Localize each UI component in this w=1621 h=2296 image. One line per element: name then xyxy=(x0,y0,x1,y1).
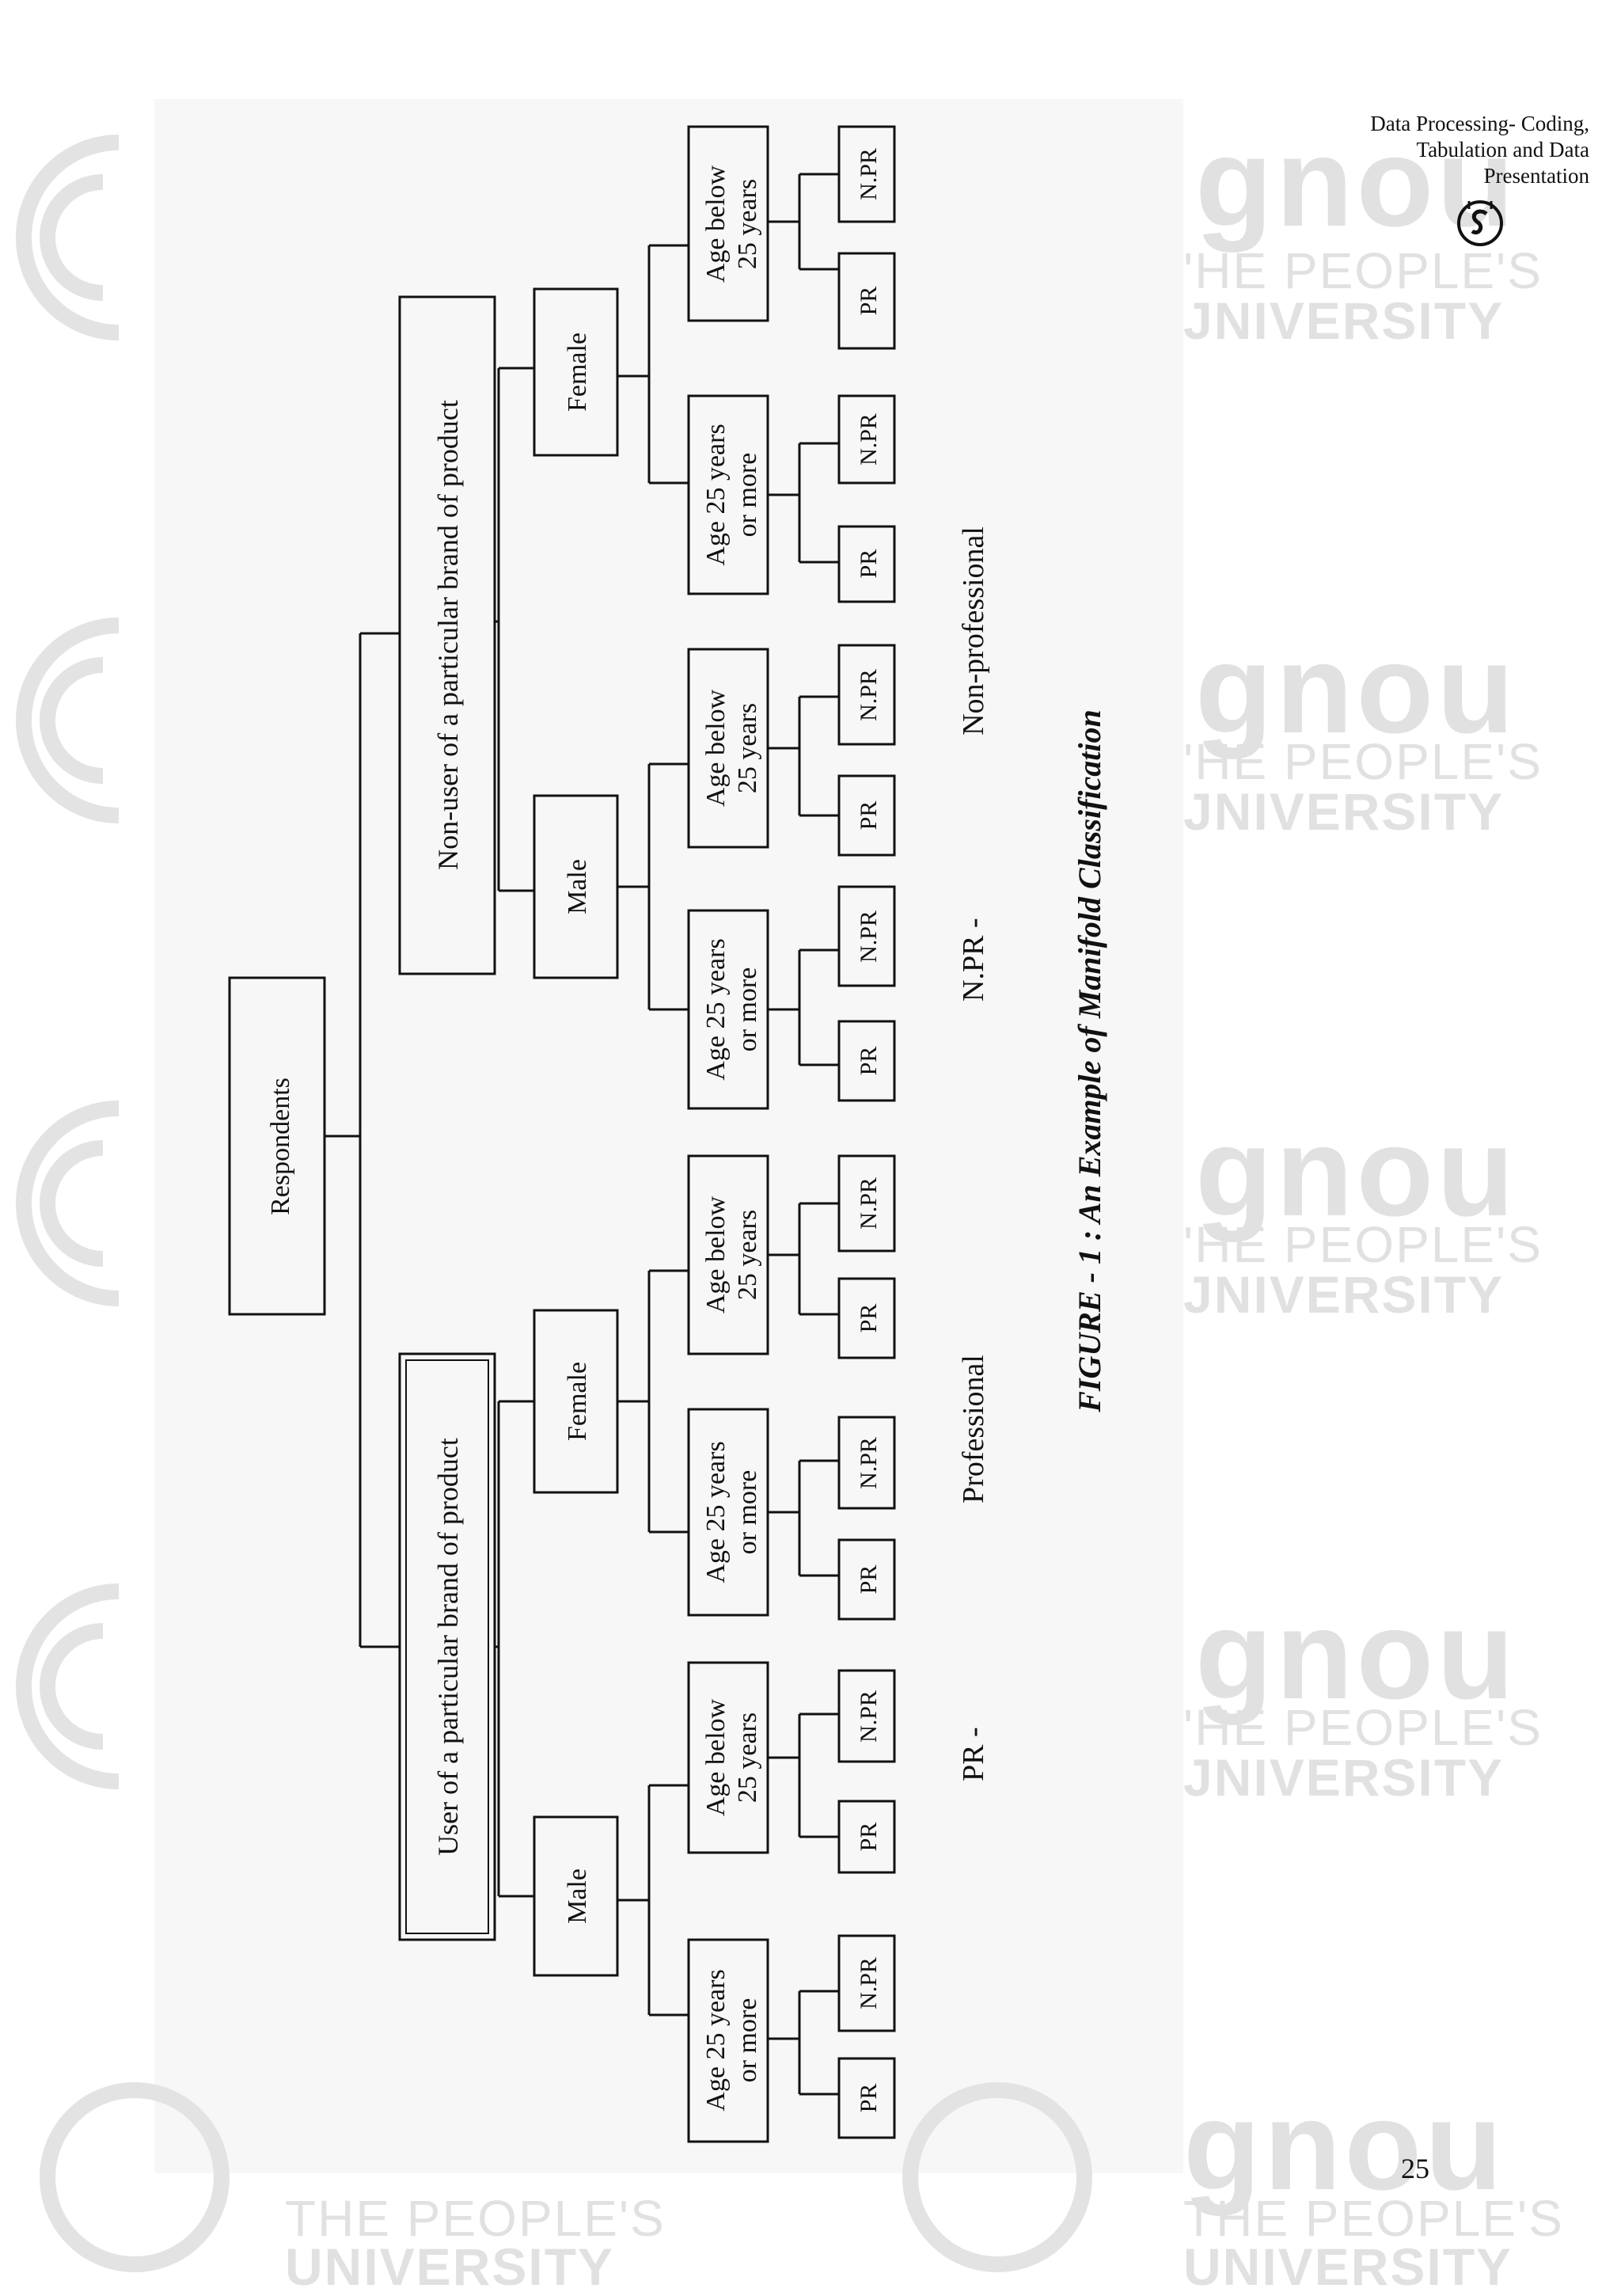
watermark-line1: 'HE PEOPLE'S xyxy=(1183,733,1543,790)
legend-npr-key: N.PR - xyxy=(957,918,990,1002)
header-line: Tabulation and Data xyxy=(1416,138,1589,162)
header-line: Data Processing- Coding, xyxy=(1370,112,1589,135)
male-box xyxy=(533,1815,619,1977)
university-logo-icon xyxy=(1457,200,1503,246)
npr-label: N.PR xyxy=(856,910,882,963)
watermark-line1: 'HE PEOPLE'S xyxy=(1183,1699,1543,1756)
npr-label: N.PR xyxy=(856,669,882,721)
age-below-label: Age below xyxy=(701,689,731,807)
female-box xyxy=(533,287,619,457)
age-box xyxy=(687,125,769,322)
watermark-gnou: gnou xyxy=(1195,1583,1517,1725)
pr-box xyxy=(837,1020,896,1102)
npr-box xyxy=(837,1154,896,1253)
watermark-gnou: gnou xyxy=(1183,2074,1505,2216)
age-below-label: 25 years xyxy=(733,1712,762,1803)
pr-label: PR xyxy=(856,1823,882,1852)
npr-box xyxy=(837,644,896,746)
pr-label: PR xyxy=(856,287,882,316)
female-label: Female xyxy=(563,1362,592,1441)
age-below-label: Age below xyxy=(701,1698,731,1816)
header-line: Presentation xyxy=(1483,164,1589,188)
watermark-line1: 'HE PEOPLE'S xyxy=(1183,1216,1543,1273)
npr-label: N.PR xyxy=(856,1177,882,1230)
pr-box xyxy=(837,525,896,603)
pr-label: PR xyxy=(856,1565,882,1595)
watermark-logo-icon xyxy=(40,2082,230,2272)
age-more-label: or more xyxy=(733,967,762,1052)
age-below-label: 25 years xyxy=(733,179,762,269)
watermark-gnou: gnou xyxy=(1195,111,1517,253)
legend-pr-meaning: Professional xyxy=(957,1355,990,1503)
watermark-logo-icon xyxy=(902,2082,1092,2272)
pr-label: PR xyxy=(856,1304,882,1333)
female-label: Female xyxy=(563,333,592,412)
running-header: Data Processing- Coding, Tabulation and … xyxy=(1257,111,1589,189)
watermark-line2: JNIVERSITY xyxy=(1183,1748,1505,1807)
watermark-gnou: gnou xyxy=(1195,618,1517,759)
age-more-label: or more xyxy=(733,1998,762,2083)
watermark-line2: JNIVERSITY xyxy=(1183,1265,1505,1324)
nonuser-box xyxy=(398,295,496,975)
pr-label: PR xyxy=(856,2084,882,2113)
pr-box xyxy=(837,1277,896,1359)
legend-npr-meaning: Non-professional xyxy=(957,526,990,736)
npr-box xyxy=(837,1416,896,1510)
pr-box xyxy=(837,1800,896,1874)
watermark-gnou: gnou xyxy=(1195,1100,1517,1242)
pr-label: PR xyxy=(856,549,882,579)
pr-label: PR xyxy=(856,801,882,831)
male-label: Male xyxy=(563,859,592,914)
age-more-label: Age 25 years xyxy=(701,938,731,1080)
npr-box xyxy=(837,394,896,485)
npr-box xyxy=(837,885,896,987)
watermark-logo-icon xyxy=(16,1583,120,1789)
npr-label: N.PR xyxy=(856,1690,882,1743)
npr-label: N.PR xyxy=(856,1957,882,2009)
age-below-label: Age below xyxy=(701,165,731,283)
npr-box xyxy=(837,1669,896,1763)
pr-box xyxy=(837,1538,896,1621)
npr-label: N.PR xyxy=(856,1437,882,1489)
pr-label: PR xyxy=(856,1047,882,1076)
watermark-bottom-line2: UNIVERSITY xyxy=(285,2237,615,2296)
legend-pr-key: PR - xyxy=(957,1727,990,1781)
figure-caption: FIGURE - 1 : An Example of Manifold Clas… xyxy=(1072,709,1107,1413)
age-below-label: Age below xyxy=(701,1196,731,1313)
pr-box xyxy=(837,2057,896,2139)
age-below-label: 25 years xyxy=(733,1210,762,1300)
page-number: 25 xyxy=(1401,2153,1429,2184)
age-box xyxy=(687,1938,769,2143)
root-label: Respondents xyxy=(266,1078,295,1215)
age-below-label: 25 years xyxy=(733,703,762,793)
age-more-label: Age 25 years xyxy=(701,424,731,565)
npr-box xyxy=(837,1934,896,2032)
watermark-line1: 'HE PEOPLE'S xyxy=(1183,242,1543,299)
watermark-logo-icon xyxy=(16,618,120,823)
male-label: Male xyxy=(563,1868,592,1924)
age-more-label: or more xyxy=(733,1470,762,1555)
pr-box xyxy=(837,774,896,857)
npr-label: N.PR xyxy=(856,148,882,200)
watermark-line2: JNIVERSITY xyxy=(1183,291,1505,350)
watermark-logo-icon xyxy=(16,1100,120,1306)
pr-box xyxy=(837,252,896,350)
age-more-label: Age 25 years xyxy=(701,1441,731,1583)
user-label: User of a particular brand of product xyxy=(432,1438,464,1856)
watermark-logo-icon xyxy=(16,135,120,340)
npr-box xyxy=(837,125,896,223)
nonuser-label: Non-user of a particular brand of produc… xyxy=(432,400,464,870)
root-box xyxy=(228,976,326,1316)
age-more-label: Age 25 years xyxy=(701,1969,731,2111)
watermark-line2: JNIVERSITY xyxy=(1183,782,1505,841)
age-more-label: or more xyxy=(733,453,762,538)
watermark-bottom-line1: THE PEOPLE'S xyxy=(1183,2190,1564,2247)
watermark-bottom-line1: THE PEOPLE'S xyxy=(285,2190,666,2247)
watermark-bottom-line2: UNIVERSITY xyxy=(1183,2237,1513,2296)
npr-label: N.PR xyxy=(856,413,882,466)
